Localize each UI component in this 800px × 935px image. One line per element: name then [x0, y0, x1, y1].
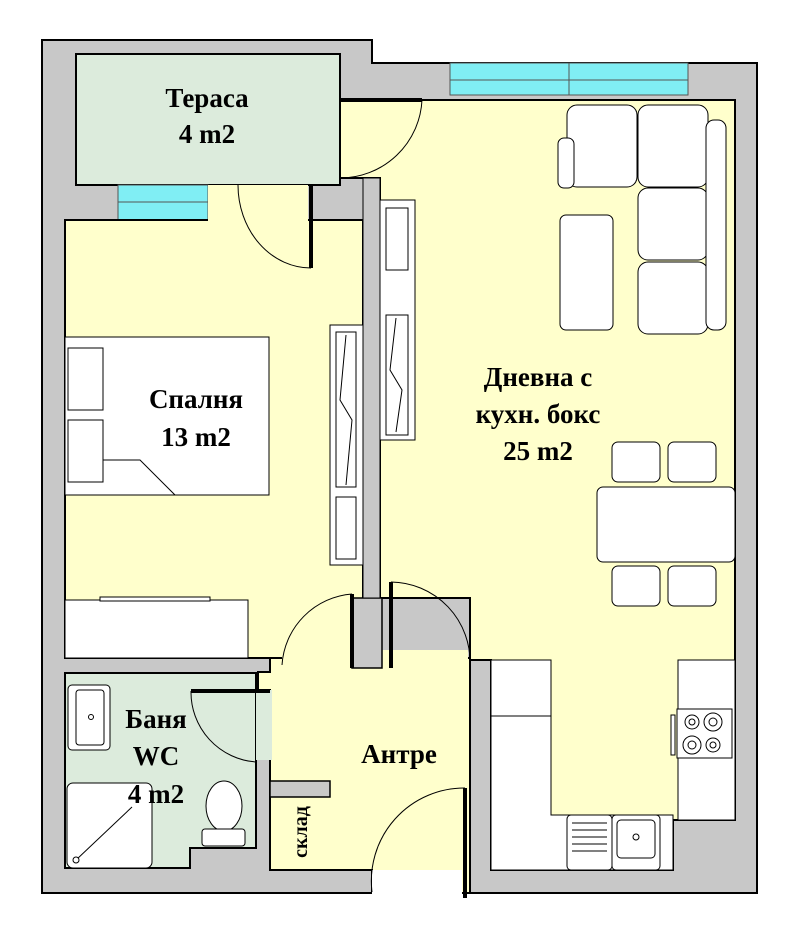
bathroom-area: 4 m2: [128, 779, 184, 809]
sofa: [557, 104, 727, 335]
bedroom-name: Спалня: [149, 384, 243, 414]
dining-set: [596, 441, 736, 607]
window-terrace: [117, 184, 209, 221]
fridge: [490, 659, 552, 717]
living-name-line1: Дневна с: [484, 362, 593, 392]
bathroom-name: Баня: [125, 704, 187, 734]
living-area: 25 m2: [503, 436, 573, 466]
terrace-name: Тераса: [165, 83, 249, 113]
toilet: [201, 780, 246, 847]
bathroom-wc: WC: [133, 741, 180, 771]
living-shelf: [379, 199, 416, 441]
door-bedroom-terrace[interactable]: [237, 184, 313, 269]
wardrobe: [64, 596, 249, 659]
coffee-table: [559, 214, 614, 331]
door-terrace[interactable]: [339, 98, 423, 179]
window-living: [449, 62, 689, 96]
hall-name: Антре: [361, 739, 437, 769]
door-bedroom[interactable]: [281, 593, 354, 668]
bedroom-area: 13 m2: [161, 422, 231, 452]
door-bathroom[interactable]: [190, 689, 270, 763]
terrace-area: 4 m2: [179, 119, 235, 149]
shower: [66, 782, 153, 869]
entrance-door[interactable]: [370, 787, 467, 900]
storage-name: склад: [290, 806, 312, 858]
washbasin: [67, 684, 111, 751]
stove: [670, 708, 733, 759]
bed: [64, 336, 270, 496]
storage-partition: [269, 780, 331, 798]
kitchen-sink: [566, 814, 661, 871]
door-living[interactable]: [389, 581, 471, 668]
bedroom-shelf: [329, 324, 364, 566]
terrace-room: [75, 53, 341, 186]
living-name-line2: кухн. бокс: [476, 399, 601, 429]
